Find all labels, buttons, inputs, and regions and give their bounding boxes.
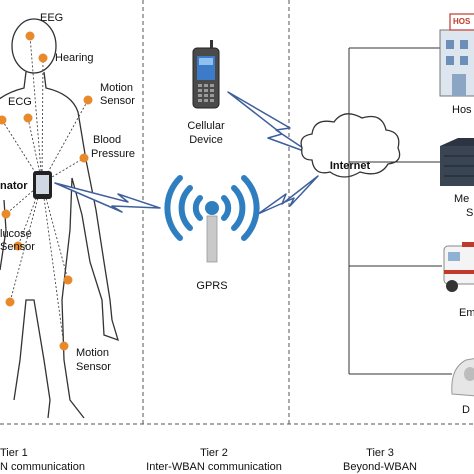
sensor-label-motion-bottom-1: Motion (76, 347, 110, 359)
gprs-label: GPRS (196, 280, 228, 292)
network-links (348, 47, 452, 375)
sensor-dot-hearing (38, 53, 48, 63)
sensor-dot-blood-pressure (79, 153, 89, 163)
doctor-device-icon (451, 358, 474, 397)
sensor-dot-motion-bottom (59, 341, 69, 351)
medical-server-label-2: S (466, 207, 474, 219)
sensor-dot-shoulder (0, 115, 7, 125)
sensor-dot-knee-left (5, 297, 15, 307)
tier3-caption-2: Beyond-WBAN (343, 461, 417, 473)
sensor-dot-arm (1, 209, 11, 219)
sensor-label-motion-bottom-2: Sensor (76, 361, 111, 373)
medical-server-label-1: Me (454, 193, 470, 205)
cellular-label-2: Device (189, 134, 223, 146)
tier1-caption-2: N communication (0, 461, 85, 473)
sensor-dot-eeg (25, 31, 35, 41)
gprs-antenna-icon (164, 175, 260, 263)
hospital-sign: HOS (453, 17, 471, 26)
ambulance-icon (443, 242, 474, 292)
internet-label: Internet (329, 160, 371, 172)
coordinator-label: nator (0, 180, 28, 192)
sensor-label-motion-top-2: Sensor (100, 95, 135, 107)
emergency-label: Em (459, 307, 474, 319)
cellular-device-icon (192, 40, 220, 109)
sensor-label-blood-2: Pressure (91, 148, 136, 160)
sensor-label-glucose-2: Sensor (0, 241, 35, 253)
sensor-label-glucose-1: lucose (0, 228, 32, 240)
hospital-icon (439, 13, 474, 97)
sensor-nodes (0, 31, 93, 351)
tier2-caption-2: Inter-WBAN communication (146, 461, 282, 473)
sensor-label-hearing: Hearing (55, 52, 94, 64)
sensor-dot-ecg (23, 113, 33, 123)
wireless-link-coordinator-gprs (54, 182, 161, 213)
doctor-label: D (462, 404, 470, 416)
sensor-label-motion-top-1: Motion (100, 82, 134, 94)
wireless-link-cellular-internet (227, 91, 313, 155)
internet-cloud-icon (300, 113, 401, 178)
coordinator-device-icon (33, 171, 52, 199)
tier1-caption-1: Tier 1 (0, 447, 28, 459)
sensor-label-ecg: ECG (8, 96, 32, 108)
hospital-label: Hos (452, 104, 472, 116)
wireless-link-gprs-internet (257, 175, 319, 215)
sensor-label-blood-1: Blood (93, 134, 122, 146)
sensor-dot-glucose (13, 241, 23, 251)
sensor-label-eeg: EEG (40, 12, 64, 24)
tier2-caption-1: Tier 2 (200, 447, 228, 459)
tier3-caption-1: Tier 3 (366, 447, 394, 459)
sensor-dot-hand (63, 275, 73, 285)
cellular-label-1: Cellular (187, 120, 225, 132)
medical-server-icon (440, 138, 474, 186)
sensor-dot-motion-top (83, 95, 93, 105)
